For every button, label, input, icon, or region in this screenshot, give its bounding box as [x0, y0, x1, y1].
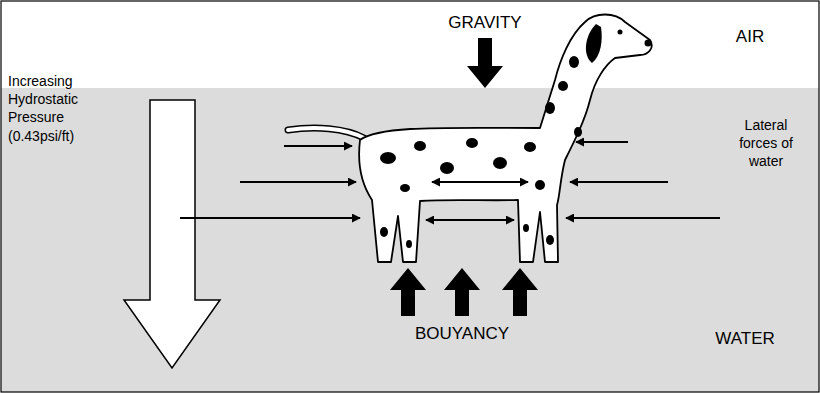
internal-force-arrow — [426, 219, 514, 221]
region-label: AIR — [715, 26, 785, 48]
dog-nose — [645, 40, 652, 47]
force-note: Lateral forces of water — [738, 116, 794, 171]
dog-spot — [440, 162, 454, 174]
dog-spots — [380, 56, 582, 248]
force-arrow — [284, 145, 352, 147]
dog-tail — [288, 128, 364, 138]
force-arrow — [180, 217, 360, 219]
dog-spot — [466, 138, 478, 148]
dog-spot — [406, 240, 412, 248]
dog-spot — [493, 157, 507, 169]
dog-spot — [558, 81, 568, 91]
dog-eye — [618, 30, 623, 35]
dog-tail — [288, 128, 364, 138]
dog-spot — [545, 102, 555, 114]
dog-spot — [400, 184, 410, 192]
dog-spot — [535, 180, 545, 190]
dog-body — [359, 15, 652, 263]
pressure-note: Increasing Hydrostatic Pressure (0.43psi… — [8, 72, 100, 145]
force-label: BOUYANCY — [392, 323, 532, 345]
dog-spot — [414, 141, 426, 151]
dog-spot — [380, 152, 396, 164]
internal-force-arrow — [432, 181, 528, 183]
pressure-arrow — [124, 100, 220, 368]
gravity-arrow — [467, 38, 503, 88]
dog-spot — [569, 56, 579, 68]
buoyancy-arrow — [444, 268, 480, 316]
dog-ear — [586, 24, 602, 63]
buoyancy-arrow — [502, 268, 538, 316]
dog-spot — [524, 142, 536, 152]
dog-spot — [546, 235, 554, 245]
lateral-arrows — [180, 142, 720, 220]
force-arrow — [566, 217, 720, 219]
force-arrow — [240, 181, 356, 183]
region-label: WATER — [700, 328, 790, 350]
force-arrow — [576, 141, 628, 143]
dog-spot — [523, 224, 529, 232]
buoyancy-arrow — [390, 268, 426, 316]
dog-spot — [380, 227, 388, 237]
force-arrow — [570, 181, 668, 183]
force-label: GRAVITY — [425, 12, 545, 34]
dog-spot — [574, 127, 582, 137]
